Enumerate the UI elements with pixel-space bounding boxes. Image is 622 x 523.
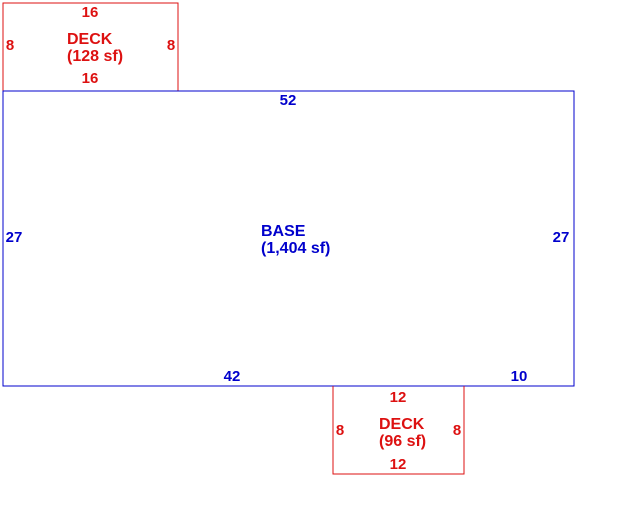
deck-top-dim-right: 8 xyxy=(167,37,175,54)
base-dim-top: 52 xyxy=(280,92,297,109)
deck-bottom-name: DECK xyxy=(379,416,425,433)
deck-top-area: (128 sf) xyxy=(67,48,123,65)
base-area-size: (1,404 sf) xyxy=(261,240,330,257)
base-area: 52 27 27 BASE (1,404 sf) 42 10 xyxy=(2,90,575,387)
base-outline xyxy=(2,90,575,387)
base-dim-bottom-right: 10 xyxy=(511,368,528,385)
deck-top-dim-top: 16 xyxy=(82,4,99,21)
base-dim-bottom-left: 42 xyxy=(224,368,241,385)
deck-bottom-area: (96 sf) xyxy=(379,433,426,450)
deck-bottom-dim-bottom: 12 xyxy=(390,456,407,473)
base-dim-left: 27 xyxy=(6,229,23,246)
deck-bottom-dim-right: 8 xyxy=(453,422,461,439)
deck-bottom-dim-top: 12 xyxy=(390,389,407,406)
deck-top-dim-bottom: 16 xyxy=(82,70,99,87)
deck-bottom: 12 8 8 DECK (96 sf) 12 xyxy=(332,386,465,475)
deck-bottom-outline xyxy=(332,386,465,475)
base-dim-right: 27 xyxy=(553,229,570,246)
deck-bottom-dim-left: 8 xyxy=(336,422,344,439)
deck-top-dim-left: 8 xyxy=(6,37,14,54)
base-name: BASE xyxy=(261,223,306,240)
deck-top: 16 8 8 DECK (128 sf) 16 xyxy=(2,2,179,92)
deck-top-name: DECK xyxy=(67,31,113,48)
